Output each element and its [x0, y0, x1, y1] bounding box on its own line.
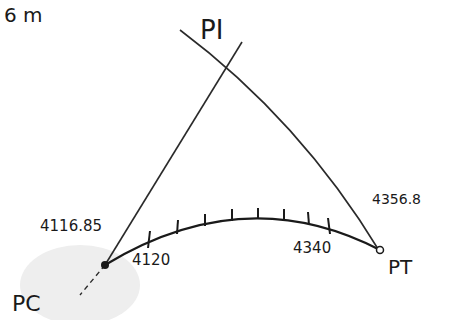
- pt-point: [377, 247, 384, 254]
- station-number: 4116.85: [40, 218, 102, 235]
- point-label: PI: [200, 16, 223, 45]
- station-number: 4120: [132, 252, 170, 269]
- scale-note: 6 m: [4, 4, 43, 26]
- station-number: 4340: [293, 240, 331, 257]
- tangent-extension: [80, 265, 105, 295]
- station-number: 4356.8: [372, 192, 421, 207]
- point-label: PT: [388, 256, 412, 278]
- pc-point: [101, 261, 109, 269]
- point-label: PC: [12, 292, 41, 316]
